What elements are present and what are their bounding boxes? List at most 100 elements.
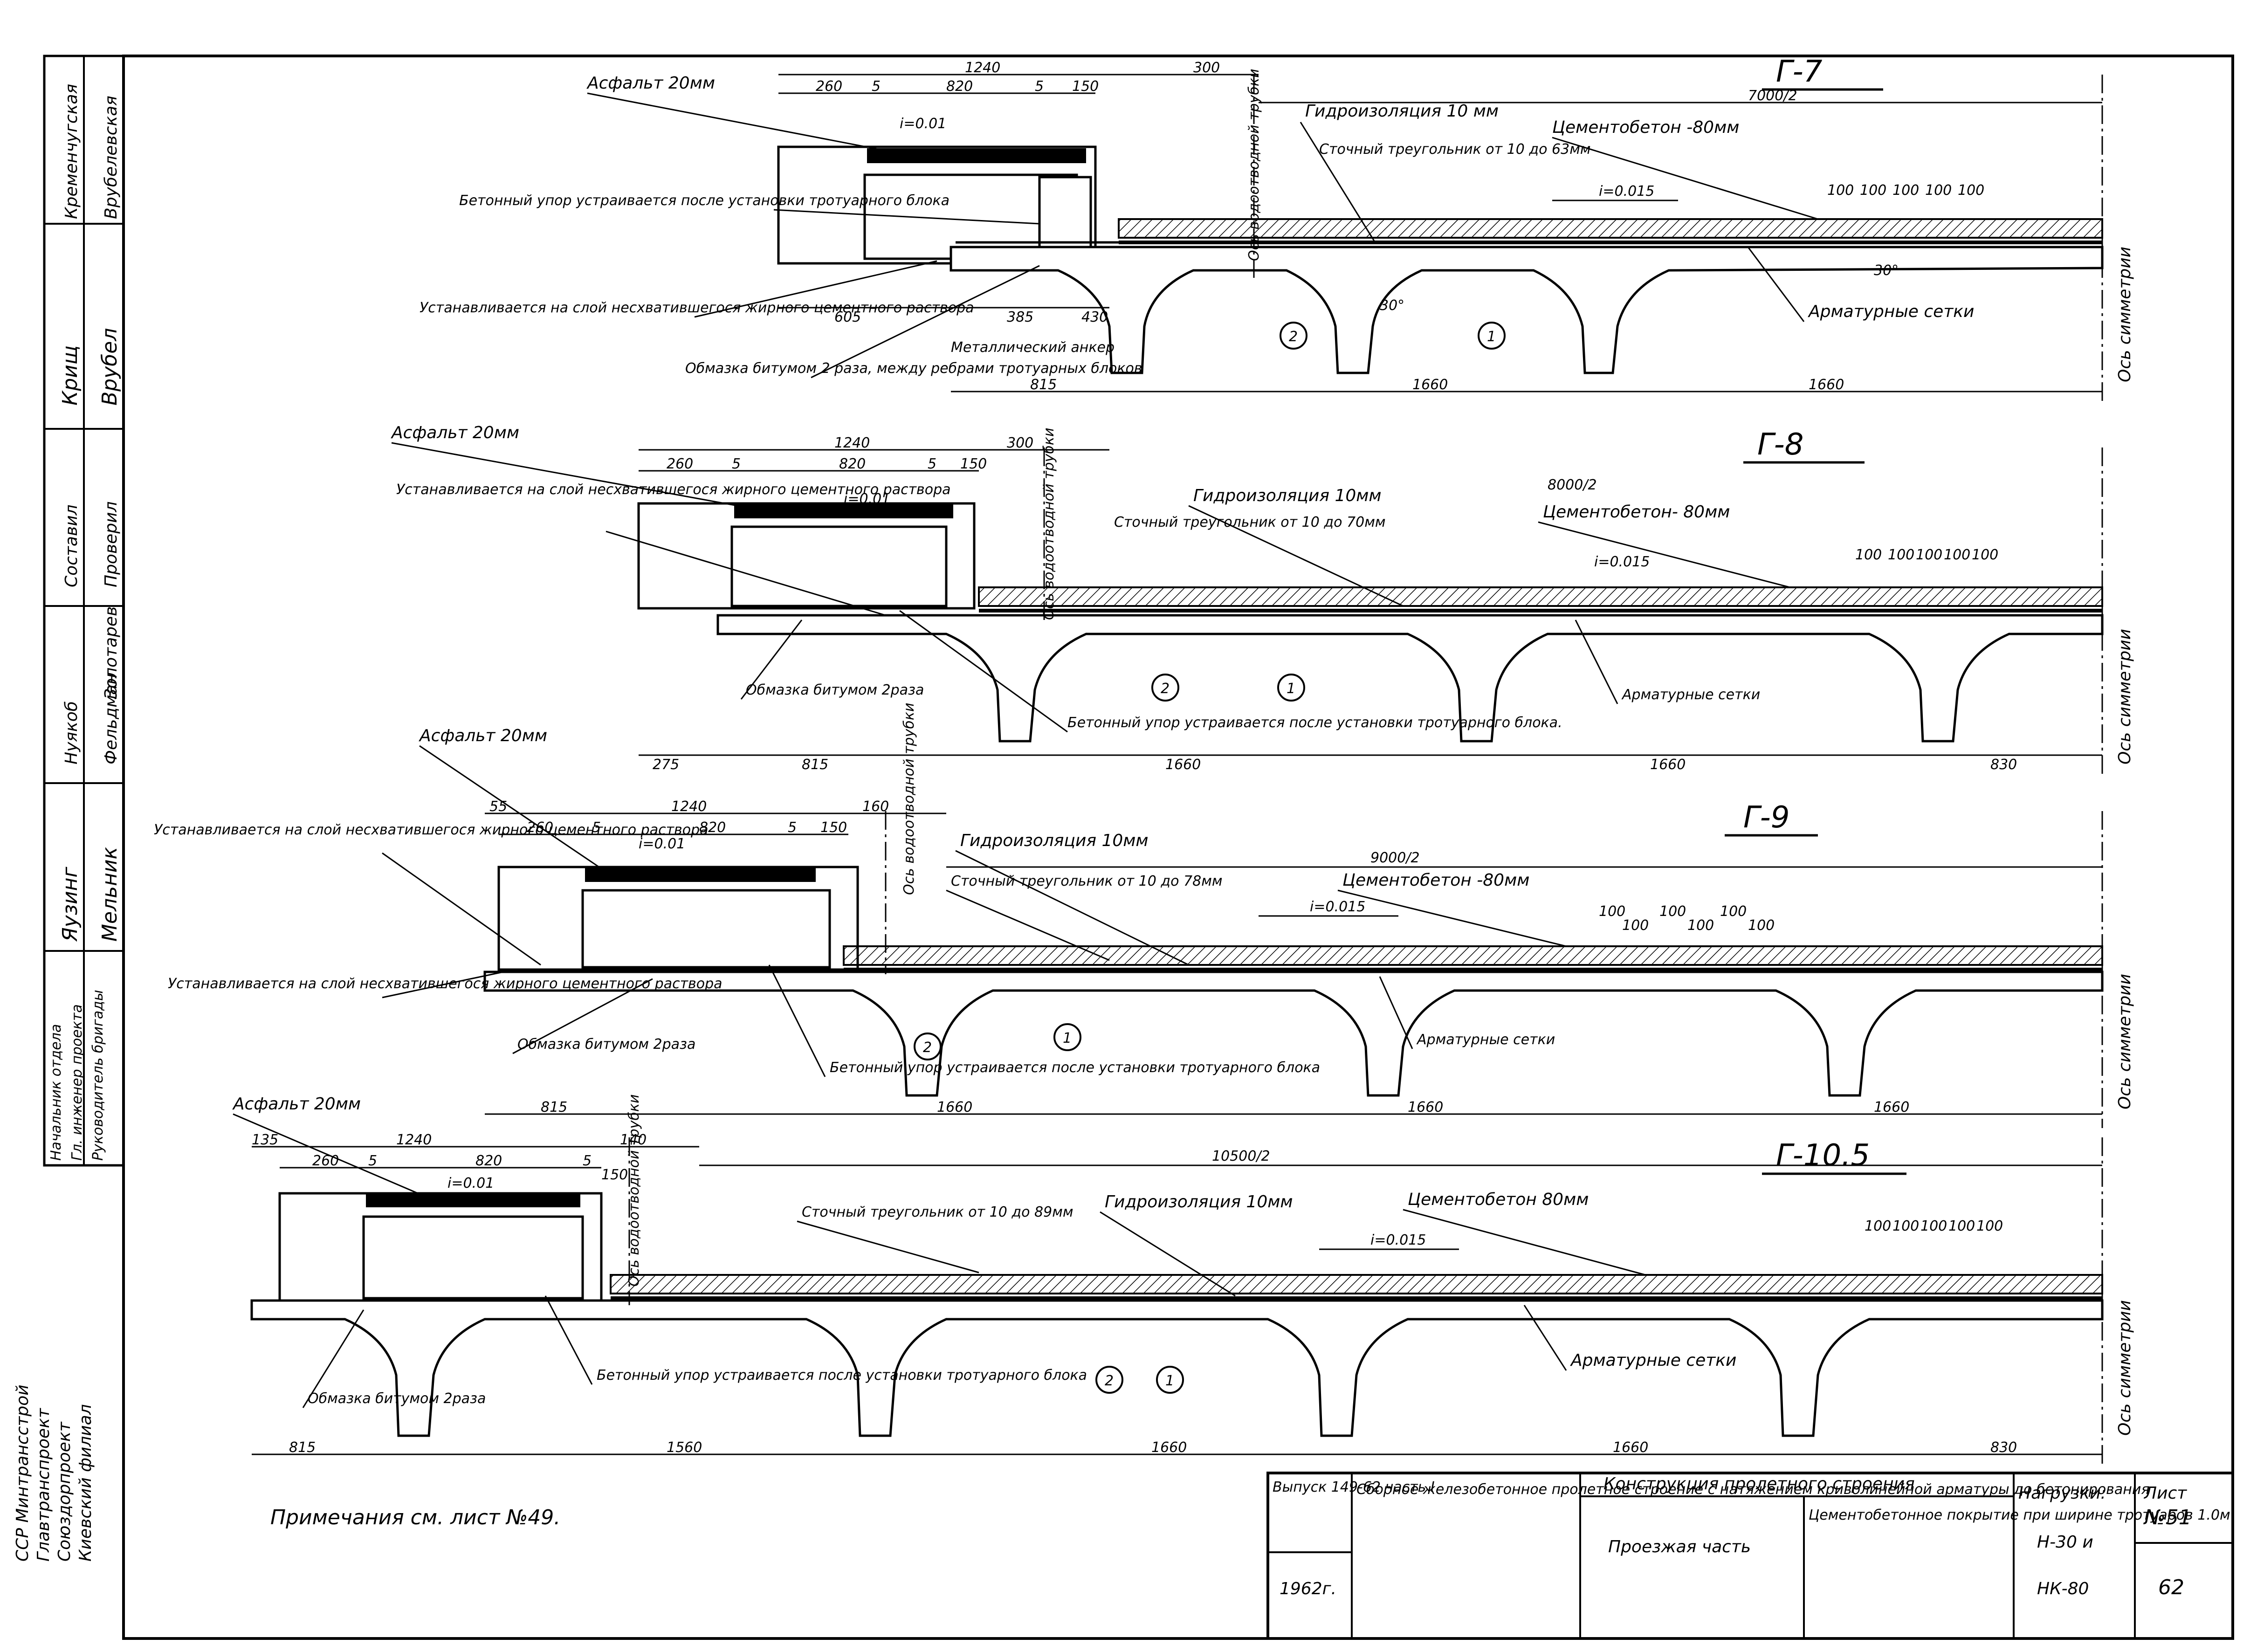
dim: 1660 [1408, 1099, 1443, 1115]
dim: 300 [1193, 60, 1220, 76]
half-width: 10500/2 [1212, 1148, 1270, 1164]
dim: 1660 [1874, 1099, 1909, 1115]
mark-2-label: 2 [1105, 1373, 1114, 1389]
page-number: 62 [2158, 1576, 2184, 1599]
mortar-label: Устанавливается на слой несхватившегося … [396, 482, 951, 498]
stamp-name-4: Фельдман [102, 674, 121, 764]
section-title: Г-8 [1757, 427, 1803, 462]
dim: 135 [252, 1132, 278, 1148]
loads-label: Нагрузки: [2018, 1484, 2106, 1503]
dim: 1660 [1809, 377, 1844, 393]
triangle-label: Сточный треугольник от 10 до 63мм [1319, 141, 1590, 158]
stamp-sign-4: Мельник [98, 847, 122, 942]
dim: 1660 [1151, 1439, 1187, 1456]
dim: 830 [1990, 757, 2017, 773]
load-2: НК-80 [2037, 1579, 2089, 1598]
slope-walk: i=0.01 [844, 491, 890, 507]
stamp-org-1: ССР Минтрансстрой [13, 1384, 32, 1562]
triangle-label: Сточный треугольник от 10 до 78мм [951, 873, 1222, 889]
dim: 5 [872, 78, 881, 95]
dim: 55 [489, 798, 507, 815]
slope-road: i=0.015 [1370, 1232, 1426, 1248]
sym-axis: Ось симметрии [2115, 629, 2134, 764]
bitumen-label: Обмазка битумом 2раза [517, 1036, 695, 1053]
dim: 5 [592, 819, 601, 836]
note: Примечания см. лист №49. [270, 1506, 560, 1529]
mortar-label: Устанавливается на слой несхватившегося … [154, 822, 709, 838]
mark-1-label: 1 [1287, 681, 1295, 697]
mesh-step: 100 [1920, 1218, 1947, 1234]
mesh-step: 100 [1659, 903, 1686, 920]
half-width: 9000/2 [1370, 850, 1420, 866]
waterproof-label: Гидроизоляция 10мм [1193, 486, 1382, 505]
year: 1962г. [1280, 1579, 1336, 1598]
mesh-step: 100 [1972, 547, 1998, 563]
stamp-role-2: Гл. инженер проекта [69, 1004, 85, 1161]
section-g105: Г-10.5 815 1560 1660 1660 830 135 1240 2… [232, 1094, 2134, 1464]
half-width: 8000/2 [1548, 477, 1597, 493]
triangle-label: Сточный треугольник от 10 до 89мм [802, 1204, 1073, 1220]
dim: 5 [928, 456, 936, 472]
dim: 1660 [1613, 1439, 1648, 1456]
mesh-step: 100 [1925, 182, 1952, 199]
concrete-label: Цементобетон -80мм [1342, 871, 1529, 890]
concrete-label: Цементобетон -80мм [1552, 118, 1739, 137]
mesh-step: 100 [1860, 182, 1886, 199]
asphalt-label: Асфальт 20мм [232, 1094, 361, 1114]
asphalt-label: Асфальт 20мм [419, 726, 547, 745]
mark-1-label: 1 [1063, 1030, 1072, 1046]
dim: 1240 [834, 435, 870, 451]
mesh-step: 100 [1916, 547, 1942, 563]
mesh-step: 100 [1865, 1218, 1891, 1234]
mark-1 [1277, 674, 1305, 702]
dim: 1660 [937, 1099, 972, 1115]
stamp-sign-1: Крищ [58, 345, 82, 406]
dim: 1660 [1650, 757, 1686, 773]
dim: 5 [1035, 78, 1044, 95]
mark-1-label: 1 [1165, 1373, 1174, 1389]
sheet-number: №51 [2143, 1506, 2192, 1529]
dim: 260 [312, 1153, 339, 1169]
dim: 150 [601, 1167, 628, 1183]
asphalt-label: Асфальт 20мм [586, 74, 715, 93]
stamp-made: Составил [62, 504, 81, 587]
mark-2 [1095, 1366, 1123, 1394]
dim: 5 [732, 456, 741, 472]
anchor-label: Металлический анкер [951, 339, 1115, 356]
sym-axis: Ось симметрии [2115, 974, 2134, 1109]
mesh-step: 100 [1622, 917, 1649, 934]
mesh-step: 100 [1687, 917, 1714, 934]
mesh-label: Арматурные сетки [1808, 302, 1974, 321]
stamp-org-4: Киевский филиал [76, 1404, 95, 1562]
dim: 815 [541, 1099, 567, 1115]
stamp-sign-3: Яузинг [58, 867, 82, 942]
dim: 815 [1030, 377, 1057, 393]
section-g7: Г-7 1240 260 5 820 5 150 300 7000/2 Асфа… [420, 55, 2134, 401]
mesh-step: 100 [1976, 1218, 2003, 1234]
dim: 160 [862, 798, 889, 815]
mark-1 [1478, 322, 1506, 350]
stamp-org-3: Союздорпроект [55, 1421, 74, 1562]
dim: 140 [620, 1132, 647, 1148]
dim: 275 [653, 757, 679, 773]
slope-walk: i=0.01 [639, 836, 685, 852]
angle: 30° [1874, 262, 1899, 279]
drain-axis: Ось водоотводной трубки [626, 1094, 642, 1287]
dim: 605 [834, 309, 861, 325]
mesh-step: 100 [1748, 917, 1775, 934]
waterproof-label: Гидроизоляция 10мм [1105, 1192, 1293, 1211]
section-title: Г-9 [1743, 800, 1789, 835]
mark-1 [1156, 1366, 1184, 1394]
dim: 815 [289, 1439, 316, 1456]
drain-axis: Ось водоотводной трубки [1041, 428, 1057, 620]
dim: 820 [475, 1153, 502, 1169]
bitumen-label: Обмазка битумом 2раза [308, 1390, 486, 1407]
dim: 820 [946, 78, 973, 95]
mesh-step: 100 [1599, 903, 1625, 920]
mesh-step: 100 [1892, 182, 1919, 199]
dim: 1240 [396, 1132, 432, 1148]
mark-2 [1151, 674, 1179, 702]
stop-label: Бетонный упор устраивается после установ… [459, 193, 950, 209]
bitumen-label: Обмазка битумом 2 раза, между ребрами тр… [685, 360, 1142, 377]
